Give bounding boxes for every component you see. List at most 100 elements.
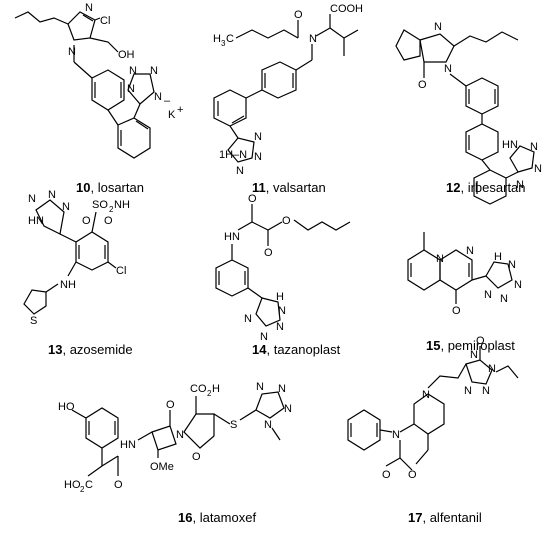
compound-name: losartan — [97, 180, 144, 195]
caption-irbesartan: 12, irbesartan — [446, 180, 526, 195]
caption-latamoxef: 16, latamoxef — [178, 510, 257, 525]
caption-azosemide: 13, azosemide — [48, 342, 133, 357]
atom-label: H — [212, 383, 220, 395]
compound-number: 13 — [48, 342, 63, 357]
atom-label: N — [530, 141, 538, 153]
atom-label: C — [226, 33, 234, 45]
atom-label: N — [309, 33, 317, 45]
compound-name: valsartan — [272, 180, 326, 195]
atom-label: SO — [92, 199, 108, 211]
atom-label: N — [516, 179, 524, 191]
compound-name: latamoxef — [199, 510, 257, 525]
atom-label: H — [494, 251, 502, 263]
charge-label: – — [164, 95, 171, 107]
atom-label: H — [276, 291, 284, 303]
caption-valsartan: 11, valsartan — [252, 180, 326, 195]
atom-label: 1H–N — [219, 149, 247, 161]
atom-label: HN — [502, 139, 518, 151]
atom-label: N — [488, 363, 496, 375]
atom-label: N — [392, 429, 400, 441]
atom-label: O — [114, 479, 123, 491]
atom-label: N — [260, 331, 268, 343]
atom-label: O — [192, 451, 201, 463]
atom-label: O — [282, 215, 291, 227]
compound-number: 12 — [446, 180, 461, 195]
atom-label: CO — [190, 383, 207, 395]
atom-label: N — [150, 65, 158, 77]
atom-label: O — [166, 399, 175, 411]
atom-label: N — [127, 83, 135, 95]
atom-label: HN — [120, 439, 136, 451]
atom-label: O — [452, 305, 461, 317]
atom-label: N — [500, 293, 508, 305]
atom-label: Cl — [100, 15, 110, 27]
atom-label: C — [85, 479, 93, 491]
atom-label: OMe — [150, 461, 174, 473]
atom-label: NH — [114, 199, 130, 211]
atom-label: K — [168, 109, 176, 121]
atom-label: N — [278, 305, 286, 317]
atom-label: HN — [224, 231, 240, 243]
atom-label: N — [434, 21, 442, 33]
atom-label: HO — [64, 479, 81, 491]
structure-losartan: N Cl OH N N N N N – K + — [14, 2, 183, 159]
atom-label: N — [85, 2, 93, 14]
structure-latamoxef: HO HO 2 C O HN OMe O N CO 2 H O S N N N … — [58, 381, 292, 494]
structure-alfentanil: N O N O N N N N O — [347, 335, 519, 481]
atom-label: N — [28, 193, 36, 205]
structure-irbesartan: N O N HN N N N — [395, 21, 542, 205]
atom-label: N — [278, 383, 286, 395]
atom-label: O — [104, 215, 113, 227]
compound-name: irbesartan — [467, 180, 526, 195]
compound-number: 10 — [76, 180, 91, 195]
atom-label: N — [484, 289, 492, 301]
atom-label: N — [254, 151, 262, 163]
svg-text:2: 2 — [109, 205, 114, 214]
atom-label: H — [213, 33, 221, 45]
atom-label: N — [436, 253, 444, 265]
atom-label: N — [244, 313, 252, 325]
structure-valsartan: H 3 C O N COOH 1H–N N N N — [213, 3, 363, 177]
compound-number: 16 — [178, 510, 193, 525]
atom-label: N — [514, 279, 522, 291]
atom-label: N — [422, 389, 430, 401]
structure-azosemide: SO 2 NH O O Cl HN N N N NH S — [23, 189, 130, 327]
atom-label: O — [82, 215, 91, 227]
compound-number: 14 — [252, 342, 267, 357]
atom-label: NH — [60, 279, 76, 291]
compound-name: azosemide — [69, 342, 133, 357]
atom-label: N — [508, 259, 516, 271]
atom-label: N — [68, 46, 76, 58]
atom-label: N — [470, 349, 478, 361]
atom-label: O — [382, 469, 391, 481]
caption-losartan: 10, losartan — [76, 180, 144, 195]
structure-tazanoplast: HN O O O H N N N N — [215, 193, 351, 343]
atom-label: S — [30, 315, 37, 327]
structure-pemiroplast: N N O H N N N N — [407, 232, 522, 317]
atom-label: N — [154, 91, 162, 103]
atom-label: N — [444, 63, 452, 75]
compound-name: tazanoplast — [273, 342, 341, 357]
atom-label: N — [254, 131, 262, 143]
atom-label: N — [482, 385, 490, 397]
atom-label: N — [534, 163, 542, 175]
caption-alfentanil: 17, alfentanil — [408, 510, 482, 525]
compound-name: alfentanil — [429, 510, 482, 525]
atom-label: N — [466, 245, 474, 257]
atom-label: O — [418, 79, 427, 91]
atom-label: N — [236, 165, 244, 177]
atom-label: HO — [58, 401, 75, 413]
charge-label: + — [177, 104, 183, 116]
atom-label: OH — [118, 49, 135, 61]
atom-label: N — [264, 419, 272, 431]
compound-number: 15 — [426, 338, 441, 353]
atom-label: O — [476, 335, 485, 347]
atom-label: O — [408, 469, 417, 481]
compound-name: pemiroplast — [447, 338, 515, 353]
atom-label: N — [129, 65, 137, 77]
atom-label: N — [48, 189, 56, 201]
atom-label: O — [294, 9, 303, 21]
atom-label: N — [284, 403, 292, 415]
